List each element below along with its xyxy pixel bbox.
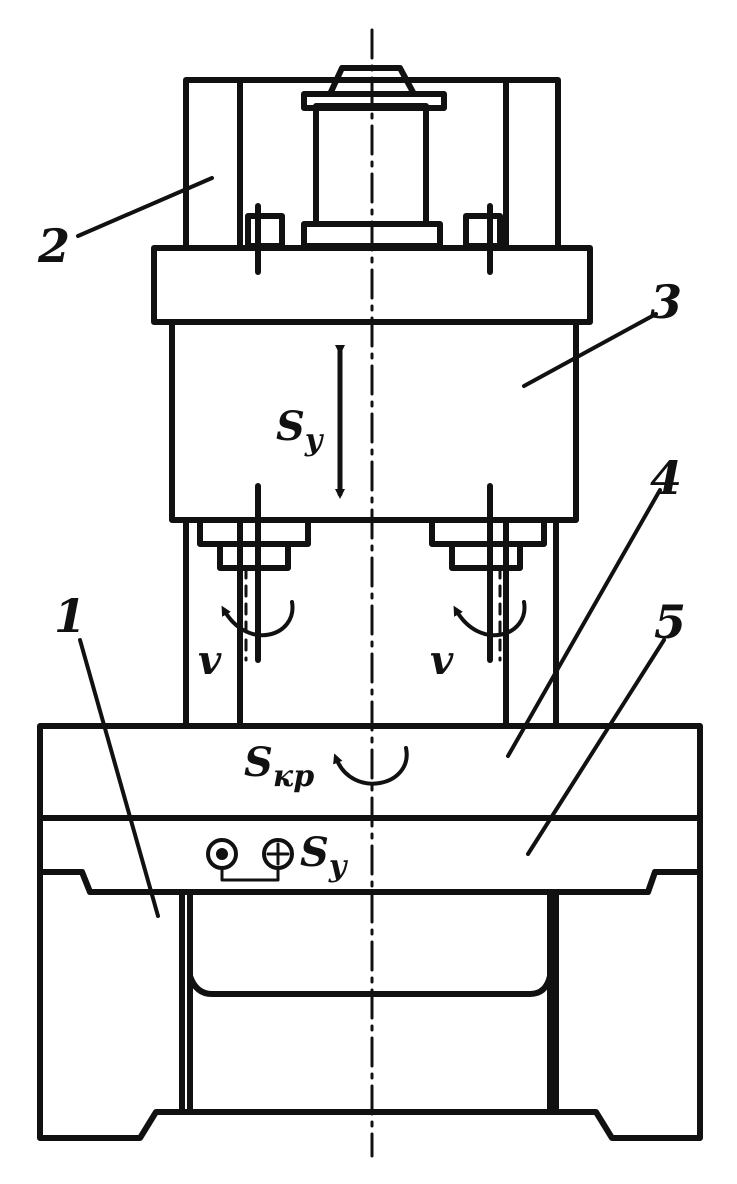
- head-feed-label: Sy: [276, 403, 325, 458]
- leader-1: [78, 638, 160, 918]
- leader-5: [526, 638, 666, 856]
- bed-base-outline-right: [553, 869, 703, 1141]
- line-art: [37, 28, 703, 1158]
- top-clamp-left: [245, 213, 285, 249]
- table-feed-subscript: y: [328, 849, 349, 884]
- rotation-label-left: v: [198, 637, 222, 684]
- spindle-nut-right-lower: [449, 541, 523, 571]
- part-label-2: 2: [37, 219, 70, 273]
- spindle-nut-left: [197, 517, 311, 547]
- leader-4: [506, 488, 662, 758]
- part-label-1: 1: [54, 589, 86, 643]
- spindle-head: [169, 319, 579, 523]
- table-feed-symbol: S: [300, 829, 329, 876]
- table-rotation-subscript: кр: [273, 759, 314, 794]
- feed-symbol-link: [220, 866, 280, 882]
- head-feed-subscript: y: [304, 423, 325, 458]
- part-label-3: 3: [650, 275, 682, 329]
- leader-2: [76, 176, 214, 238]
- table-feed-label: Sy: [300, 829, 349, 884]
- head-feed-symbol: S: [276, 403, 305, 450]
- table-rotation-label: Sкр: [244, 739, 314, 794]
- part-label-5: 5: [654, 595, 686, 649]
- leader-3: [522, 312, 658, 388]
- rotation-arrow-left: [221, 600, 295, 638]
- part-label-4: 4: [650, 451, 682, 505]
- table-rotation-symbol: S: [244, 739, 273, 786]
- top-clamp-right: [463, 213, 503, 249]
- spindle-nut-left-lower: [217, 541, 291, 571]
- bed-base-outline: [37, 869, 185, 1141]
- table-rotation-arrow: [333, 746, 409, 786]
- bed-inner-cavity-curve: [187, 973, 553, 997]
- drive-flange: [301, 91, 447, 111]
- rotation-arrow-right: [453, 600, 527, 638]
- rotation-label-right: v: [430, 637, 454, 684]
- feed-symbol-dot-left: [216, 848, 228, 860]
- table-carriage: [37, 815, 703, 895]
